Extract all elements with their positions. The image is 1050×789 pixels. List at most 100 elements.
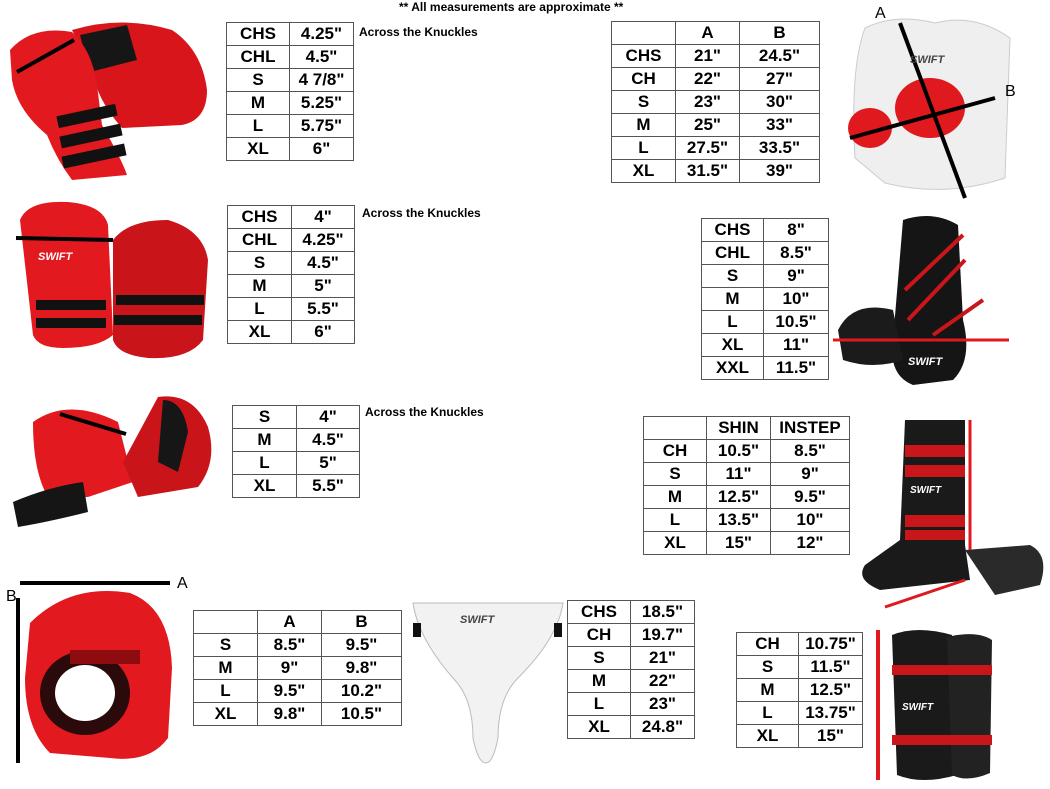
size-cell: CHS — [226, 22, 290, 46]
size-cell: CHL — [227, 228, 292, 252]
measurement-cell: 6" — [291, 320, 355, 344]
measurement-cell: 10.2" — [321, 679, 402, 703]
measurement-cell: 11" — [763, 333, 829, 357]
measurement-cell: 21" — [630, 646, 695, 670]
size-cell: XL — [227, 320, 292, 344]
measurement-cell: 8" — [763, 218, 829, 242]
size-cell: M — [736, 678, 799, 702]
groin-guard-image: SWIFT — [412, 602, 564, 764]
size-cell: M — [567, 669, 631, 693]
column-header — [611, 21, 676, 45]
size-cell: L — [227, 297, 292, 321]
approximate-measurements-note: ** All measurements are approximate ** — [399, 0, 624, 14]
size-cell: M — [227, 274, 292, 298]
measurement-cell: 13.5" — [706, 508, 771, 532]
size-cell: S — [232, 405, 297, 429]
measurement-cell: 4.5" — [291, 251, 355, 275]
knuckle-note-1: Across the Knuckles — [359, 25, 478, 39]
size-cell: XL — [736, 724, 799, 748]
column-header: INSTEP — [770, 416, 850, 440]
measurement-cell: 8.5" — [763, 241, 829, 265]
chest-guard-image: SWIFT — [848, 18, 1011, 199]
measurement-cell: 11" — [706, 462, 771, 486]
size-cell: S — [701, 264, 764, 288]
measurement-cell: 6" — [289, 137, 354, 161]
mma-gloves-image: SWIFT — [15, 201, 208, 359]
measurement-cell: 10" — [770, 508, 850, 532]
measurement-cell: 4.25" — [289, 22, 354, 46]
measurement-cell: 9.5" — [770, 485, 850, 509]
size-cell: XL — [701, 333, 764, 357]
measurement-cell: 23" — [630, 692, 695, 716]
measurement-cell: 12.5" — [798, 678, 863, 702]
svg-text:SWIFT: SWIFT — [460, 614, 495, 626]
column-header: B — [739, 21, 820, 45]
column-header: A — [257, 610, 322, 634]
size-cell: L — [643, 508, 707, 532]
measurement-cell: 9.8" — [257, 702, 322, 726]
measurement-cell: 5.25" — [289, 91, 354, 115]
measurement-cell: 10.5" — [706, 439, 771, 463]
measurement-cell: 10" — [763, 287, 829, 311]
shin-guard-image: SWIFT — [876, 630, 992, 780]
measurement-cell: 5" — [291, 274, 355, 298]
measurement-cell: 9" — [763, 264, 829, 288]
measurement-cell: 22" — [630, 669, 695, 693]
size-cell: S — [611, 90, 676, 114]
size-cell: CH — [567, 623, 631, 647]
measurement-cell: 8.5" — [257, 633, 322, 657]
size-cell: CHL — [226, 45, 290, 69]
measurement-cell: 9" — [770, 462, 850, 486]
size-cell: L — [193, 679, 258, 703]
size-cell: S — [227, 251, 292, 275]
svg-text:SWIFT: SWIFT — [910, 485, 942, 496]
measurement-cell: 10.75" — [798, 632, 863, 656]
size-cell: L — [611, 136, 676, 160]
size-cell: S — [643, 462, 707, 486]
size-cell: L — [736, 701, 799, 725]
measurement-cell: 15" — [798, 724, 863, 748]
headgear-label-a: A — [177, 575, 188, 592]
measurement-cell: 25" — [675, 113, 740, 137]
measurement-cell: 27" — [739, 67, 820, 91]
svg-text:SWIFT: SWIFT — [910, 54, 945, 66]
measurement-cell: 10.5" — [763, 310, 829, 334]
size-cell: CHS — [611, 44, 676, 68]
measurement-cell: 33.5" — [739, 136, 820, 160]
size-cell: XL — [611, 159, 676, 183]
size-cell: L — [226, 114, 290, 138]
measurement-cell: 9.5" — [257, 679, 322, 703]
size-cell: XL — [567, 715, 631, 739]
measurement-cell: 5.75" — [289, 114, 354, 138]
